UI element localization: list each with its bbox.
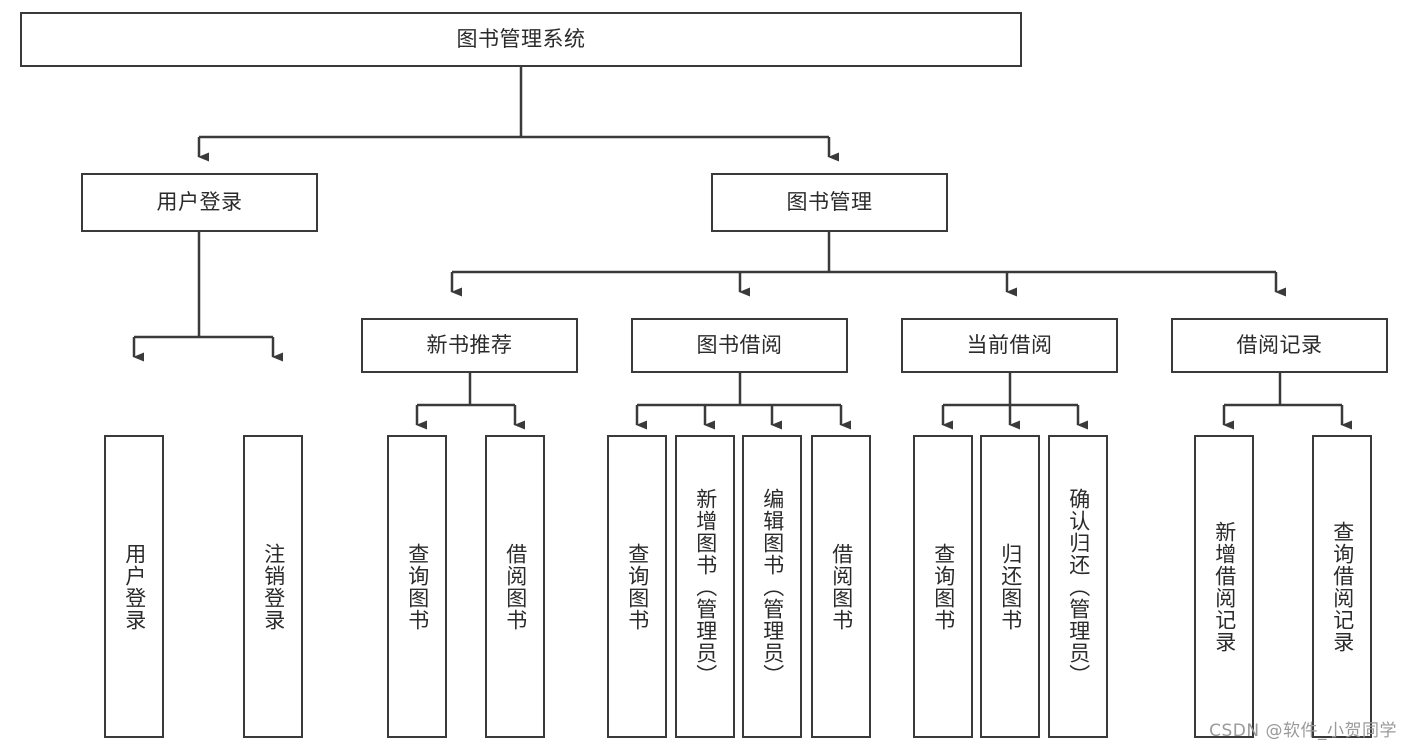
node-return-book[interactable]: 归还图书 <box>980 435 1040 738</box>
node-add-book[interactable]: 新增图书（管理员） <box>675 435 735 738</box>
node-user-login-label: 用户登录 <box>156 190 243 215</box>
node-logout[interactable]: 注销登录 <box>243 435 303 738</box>
node-query-book-1[interactable]: 查询图书 <box>387 435 447 738</box>
node-query-book-1-label: 查询图书 <box>405 542 430 631</box>
edge-root-to-level1 <box>197 67 839 162</box>
node-current-borrow-label: 当前借阅 <box>966 333 1053 358</box>
node-book-borrow-label: 图书借阅 <box>696 333 783 358</box>
node-current-borrow[interactable]: 当前借阅 <box>901 318 1118 373</box>
node-add-record-label: 新增借阅记录 <box>1212 520 1237 653</box>
node-root-system[interactable]: 图书管理系统 <box>20 12 1022 67</box>
node-borrow-book-1[interactable]: 借阅图书 <box>485 435 545 738</box>
node-confirm-return[interactable]: 确认归还（管理员） <box>1048 435 1108 738</box>
node-confirm-return-label: 确认归还（管理员） <box>1066 487 1091 686</box>
node-root-system-label: 图书管理系统 <box>456 27 586 52</box>
edge-borrow-record-to-leaves <box>1222 373 1352 430</box>
node-query-book-2[interactable]: 查询图书 <box>607 435 667 738</box>
node-query-record[interactable]: 查询借阅记录 <box>1312 435 1372 738</box>
node-borrow-record[interactable]: 借阅记录 <box>1171 318 1388 373</box>
node-borrow-book-2[interactable]: 借阅图书 <box>811 435 871 738</box>
node-new-book-recommend-label: 新书推荐 <box>426 333 513 358</box>
node-book-manage[interactable]: 图书管理 <box>711 173 948 232</box>
node-user-login-label: 用户登录 <box>122 542 147 631</box>
node-logout-label: 注销登录 <box>261 542 286 631</box>
node-borrow-book-2-label: 借阅图书 <box>829 542 854 631</box>
edge-book-manage-to-groups <box>450 232 1286 297</box>
edge-user-login-to-leaves <box>132 232 283 362</box>
node-new-book-recommend[interactable]: 新书推荐 <box>361 318 578 373</box>
node-borrow-record-label: 借阅记录 <box>1236 333 1323 358</box>
node-query-book-3[interactable]: 查询图书 <box>913 435 973 738</box>
edge-book-borrow-to-leaves <box>635 373 851 430</box>
node-query-book-3-label: 查询图书 <box>931 542 956 631</box>
node-borrow-book-1-label: 借阅图书 <box>503 542 528 631</box>
node-query-book-2-label: 查询图书 <box>625 542 650 631</box>
node-edit-book[interactable]: 编辑图书（管理员） <box>742 435 802 738</box>
node-add-book-label: 新增图书（管理员） <box>693 487 718 686</box>
node-add-record[interactable]: 新增借阅记录 <box>1194 435 1254 738</box>
node-query-record-label: 查询借阅记录 <box>1330 520 1355 653</box>
node-user-login[interactable]: 用户登录 <box>81 173 318 232</box>
edge-current-borrow-to-leaves <box>941 373 1088 430</box>
node-book-manage-label: 图书管理 <box>786 190 873 215</box>
node-book-borrow[interactable]: 图书借阅 <box>631 318 848 373</box>
watermark-text: CSDN @软件_小贺同学 <box>1209 721 1397 741</box>
node-user-login[interactable]: 用户登录 <box>104 435 164 738</box>
node-return-book-label: 归还图书 <box>998 542 1023 631</box>
node-edit-book-label: 编辑图书（管理员） <box>760 487 785 686</box>
edge-new-book-rec-to-leaves <box>415 373 525 430</box>
